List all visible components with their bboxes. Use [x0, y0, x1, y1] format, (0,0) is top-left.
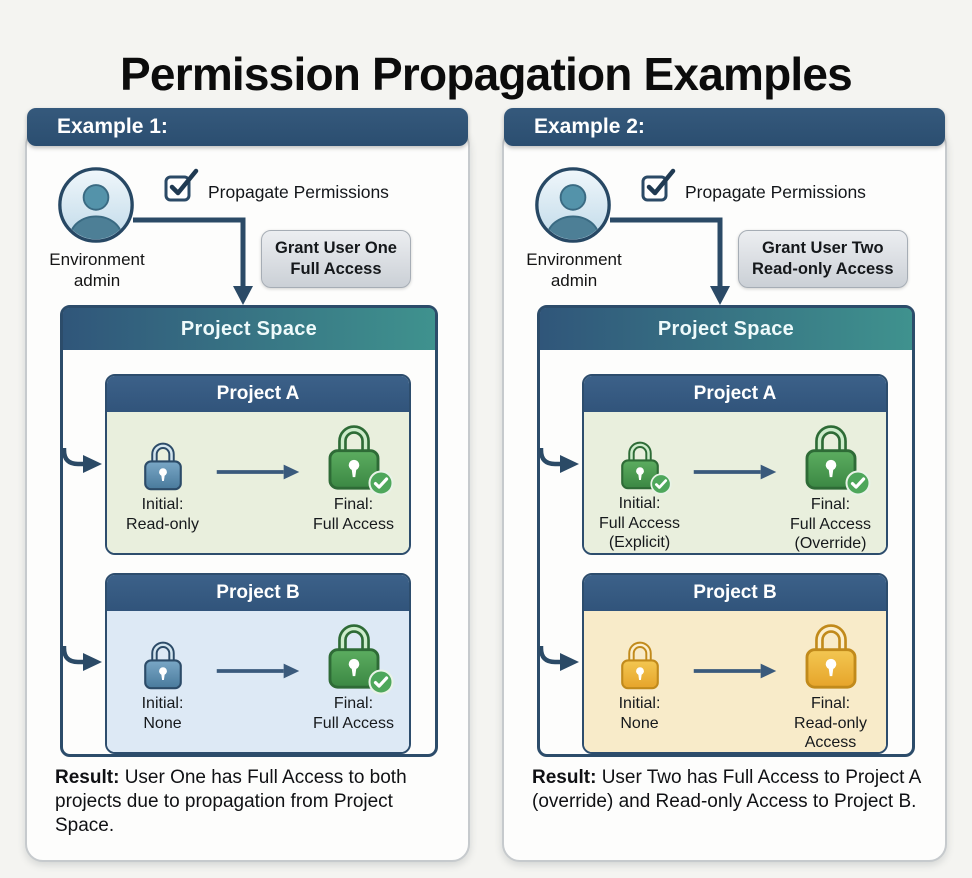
transition-arrow-icon: [216, 464, 300, 480]
initial-lock-icon: [140, 438, 186, 492]
propagate-permissions-label: Propagate Permissions: [208, 182, 389, 202]
example-2-panel: Example 2: Environment admin Propagate P…: [502, 108, 947, 862]
project-b-title: Project B: [584, 575, 886, 611]
final-state-label: Final: Full Access: [313, 695, 394, 732]
final-lock-icon: [323, 419, 393, 496]
transition-arrow-icon: [216, 663, 300, 679]
result-label: Result:: [532, 767, 597, 788]
check-badge-icon: [368, 669, 393, 695]
checkbox-checked-icon: [164, 168, 199, 202]
result-text: Result: User One has Full Access to both…: [55, 767, 407, 836]
environment-admin-label: Environment admin: [49, 250, 145, 290]
project-b-card: Project B: [105, 573, 411, 754]
page-title: Permission Propagation Examples: [120, 47, 853, 100]
project-space-title: Project Space: [540, 308, 912, 350]
example-1-panel: Example 1: Environment admin Propagate P…: [25, 108, 470, 862]
final-state-label: Final: Read-only Access: [794, 695, 867, 752]
initial-state-label: Initial: Read-only: [126, 496, 199, 533]
initial-lock-icon: [140, 637, 186, 691]
project-space-box: Project Space Project A: [537, 305, 915, 757]
result-label: Result:: [55, 767, 120, 788]
environment-admin-label: Environment admin: [526, 250, 622, 290]
branch-arrow-project-a-icon: [538, 448, 579, 473]
environment-admin-avatar-icon: [57, 166, 135, 244]
project-a-title: Project A: [107, 376, 409, 412]
project-b-body: Initial: None: [584, 611, 886, 752]
propagate-permissions-row: Propagate Permissions: [163, 168, 389, 207]
project-b-title: Project B: [107, 575, 409, 611]
example-2-header: Example 2:: [504, 108, 945, 146]
initial-state-label: Initial: None: [618, 695, 661, 732]
final-state-label: Final: Full Access: [313, 496, 394, 533]
check-badge-icon: [649, 473, 672, 496]
project-b-body: Initial: None: [107, 611, 409, 752]
propagate-permissions-row: Propagate Permissions: [640, 168, 866, 207]
final-lock-icon: [323, 618, 393, 695]
transition-arrow-icon: [693, 663, 777, 679]
initial-lock-icon: [617, 637, 663, 691]
example-2-header-label: Example 2:: [534, 115, 645, 138]
propagate-permissions-label: Propagate Permissions: [685, 182, 866, 202]
project-a-title: Project A: [584, 376, 886, 412]
project-b-card: Project B: [582, 573, 888, 754]
example-1-header-label: Example 1:: [57, 115, 168, 138]
branch-arrow-project-b-icon: [538, 646, 579, 671]
check-badge-icon: [845, 470, 870, 496]
checkbox-checked-icon: [641, 168, 676, 202]
project-space-title: Project Space: [63, 308, 435, 350]
project-space-box: Project Space Project A: [60, 305, 438, 757]
final-lock-icon: [800, 618, 862, 691]
admin-to-space-arrow-icon: [610, 217, 730, 305]
admin-to-space-arrow-icon: [133, 217, 253, 305]
initial-state-label: Initial: Full Access (Explicit): [599, 495, 680, 552]
final-state-label: Final: Full Access (Override): [790, 496, 871, 553]
project-a-card: Project A: [582, 374, 888, 555]
initial-lock-icon: [617, 437, 672, 496]
project-a-body: Initial: Read-only: [107, 412, 409, 553]
environment-admin-avatar-icon: [534, 166, 612, 244]
transition-arrow-icon: [693, 464, 777, 480]
final-lock-icon: [800, 419, 870, 496]
propagate-permissions-checkbox[interactable]: [640, 168, 676, 207]
result-text: Result: User Two has Full Access to Proj…: [532, 767, 921, 812]
check-badge-icon: [368, 470, 393, 496]
grant-access-tag: Grant User One Full Access: [261, 230, 411, 288]
propagate-permissions-checkbox[interactable]: [163, 168, 199, 207]
grant-access-tag: Grant User Two Read-only Access: [738, 230, 908, 288]
project-a-card: Project A: [105, 374, 411, 555]
branch-arrow-project-b-icon: [61, 646, 102, 671]
project-a-body: Initial: Full Access (Explicit): [584, 412, 886, 553]
example-1-header: Example 1:: [27, 108, 468, 146]
initial-state-label: Initial: None: [141, 695, 184, 732]
branch-arrow-project-a-icon: [61, 448, 102, 473]
